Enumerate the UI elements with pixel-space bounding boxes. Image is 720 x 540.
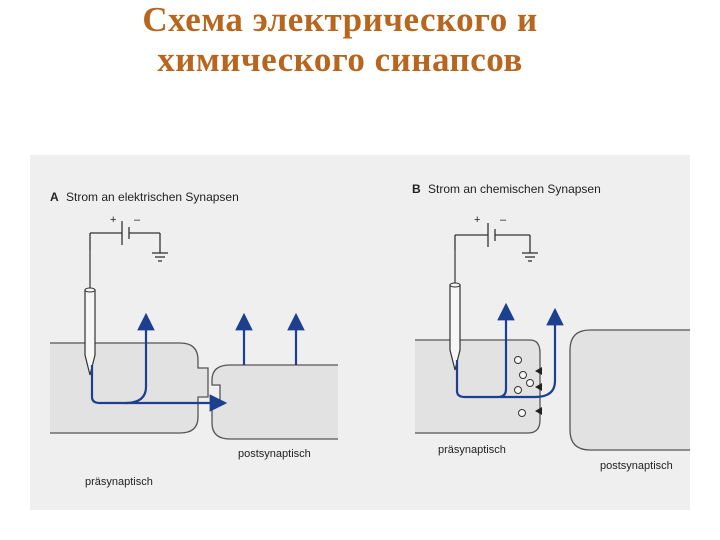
panel-b-chemical-synapse: B Strom an chemischen Synapsen + –	[412, 182, 690, 472]
panel-b-postsynaptic-label: postsynaptisch	[600, 460, 673, 472]
panel-a-microelectrode-icon	[84, 289, 96, 376]
panel-a-postsynaptic-label: postsynaptisch	[238, 448, 311, 460]
panel-b-presynaptic-label: präsynaptisch	[438, 444, 506, 456]
panel-a-battery-minus: –	[134, 214, 141, 226]
panel-a-battery-icon	[89, 221, 168, 262]
panel-b-microelectrode-icon	[449, 284, 461, 371]
panel-b-heading: Strom an chemischen Synapsen	[428, 182, 601, 196]
panel-b-presynaptic-cell	[415, 339, 541, 434]
panel-b-vesicle-release-markers	[535, 367, 542, 415]
panel-b-current-out-presynaptic	[455, 302, 515, 399]
panel-a-current-out-presynaptic	[124, 312, 155, 405]
synapse-figure: A Strom an elektrischen Synapsen + –	[30, 155, 690, 510]
panel-a-postsynaptic-cell	[211, 364, 338, 440]
panel-b-letter: B	[412, 182, 421, 196]
panel-a-presynaptic-cell	[50, 342, 209, 434]
panel-b-battery-icon	[454, 223, 538, 262]
panel-b-battery-minus: –	[500, 214, 507, 226]
panel-a-current-arrows	[90, 312, 305, 412]
panel-b-battery-plus: +	[474, 214, 480, 226]
panel-b-postsynaptic-cell	[569, 329, 690, 451]
slide-title: Схема электрического и химического синап…	[142, 0, 538, 79]
panel-b-current-out-terminal	[500, 307, 564, 399]
panel-a-battery-plus: +	[110, 214, 116, 226]
panel-a-heading: Strom an elektrischen Synapsen	[66, 190, 239, 204]
synapse-diagram: A Strom an elektrischen Synapsen + –	[50, 182, 690, 488]
panel-b-current-arrows	[455, 302, 564, 399]
panel-a-current-through-gap-junction	[90, 365, 228, 412]
panel-a-letter: A	[50, 190, 59, 204]
panel-a-presynaptic-label: präsynaptisch	[85, 476, 153, 488]
panel-a-electrical-synapse: A Strom an elektrischen Synapsen + –	[50, 190, 338, 488]
panel-b-synaptic-vesicles	[514, 356, 534, 417]
